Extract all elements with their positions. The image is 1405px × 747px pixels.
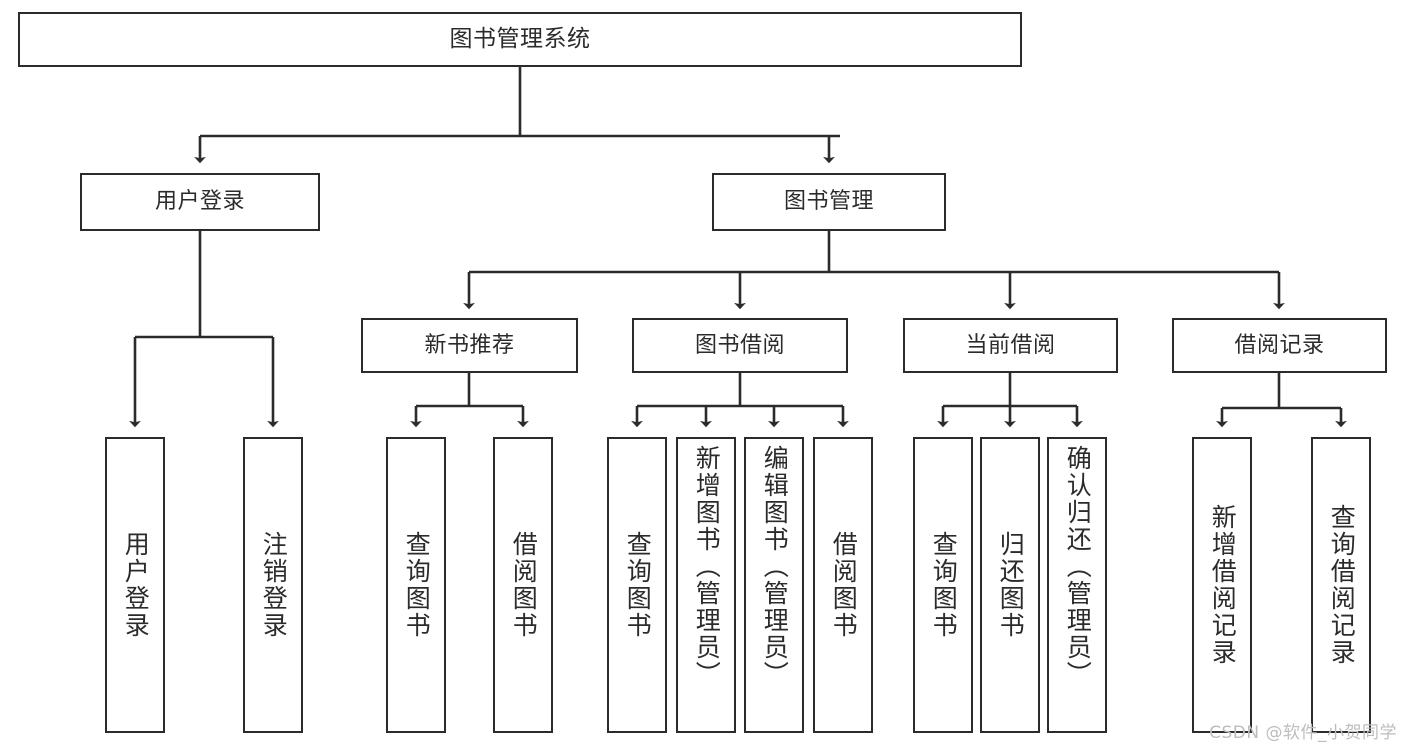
node-leaf-borrow-book-1-label: 借阅图书: [509, 531, 539, 639]
node-book-borrow-label: 图书借阅: [694, 332, 785, 358]
node-current-borrow-label: 当前借阅: [965, 332, 1056, 358]
node-leaf-user-login-label: 用户登录: [121, 531, 151, 639]
node-leaf-query-book-2[interactable]: 查询图书: [607, 437, 667, 733]
node-leaf-borrow-book-2[interactable]: 借阅图书: [813, 437, 873, 733]
node-root-label: 图书管理系统: [449, 26, 591, 52]
node-root[interactable]: 图书管理系统: [18, 12, 1022, 67]
node-leaf-borrow-book-1[interactable]: 借阅图书: [493, 437, 553, 733]
node-leaf-confirm-return[interactable]: 确认归还（管理员）: [1047, 437, 1107, 733]
node-leaf-add-record[interactable]: 新增借阅记录: [1192, 437, 1252, 733]
node-book-management-label: 图书管理: [783, 189, 874, 214]
node-new-book-recommend-label: 新书推荐: [424, 332, 515, 358]
node-leaf-confirm-return-label: 确认归还（管理员）: [1063, 445, 1093, 688]
node-borrow-record-label: 借阅记录: [1234, 332, 1325, 358]
node-leaf-query-record[interactable]: 查询借阅记录: [1311, 437, 1371, 733]
node-leaf-edit-book-label: 编辑图书（管理员）: [760, 445, 790, 688]
node-book-borrow[interactable]: 图书借阅: [632, 318, 848, 373]
node-leaf-add-record-label: 新增借阅记录: [1208, 504, 1238, 666]
node-borrow-record[interactable]: 借阅记录: [1172, 318, 1387, 373]
node-leaf-logout[interactable]: 注销登录: [243, 437, 303, 733]
node-book-management[interactable]: 图书管理: [712, 173, 946, 231]
node-leaf-edit-book[interactable]: 编辑图书（管理员）: [744, 437, 804, 733]
node-new-book-recommend[interactable]: 新书推荐: [361, 318, 578, 373]
node-leaf-add-book[interactable]: 新增图书（管理员）: [676, 437, 736, 733]
node-leaf-query-book-3-label: 查询图书: [929, 531, 959, 639]
node-leaf-user-login[interactable]: 用户登录: [105, 437, 165, 733]
node-leaf-add-book-label: 新增图书（管理员）: [692, 445, 722, 688]
node-leaf-return-book-label: 归还图书: [996, 531, 1026, 639]
node-leaf-borrow-book-2-label: 借阅图书: [829, 531, 859, 639]
node-leaf-query-record-label: 查询借阅记录: [1327, 504, 1357, 666]
node-leaf-logout-label: 注销登录: [259, 531, 289, 639]
node-current-borrow[interactable]: 当前借阅: [903, 318, 1118, 373]
node-leaf-return-book[interactable]: 归还图书: [980, 437, 1040, 733]
node-leaf-query-book-3[interactable]: 查询图书: [913, 437, 973, 733]
node-leaf-query-book-2-label: 查询图书: [623, 531, 653, 639]
node-user-login-label: 用户登录: [154, 189, 245, 214]
node-user-login[interactable]: 用户登录: [80, 173, 320, 231]
node-leaf-query-book-1-label: 查询图书: [402, 531, 432, 639]
node-leaf-query-book-1[interactable]: 查询图书: [386, 437, 446, 733]
watermark-text: CSDN @软件_小贺同学: [1209, 723, 1397, 743]
